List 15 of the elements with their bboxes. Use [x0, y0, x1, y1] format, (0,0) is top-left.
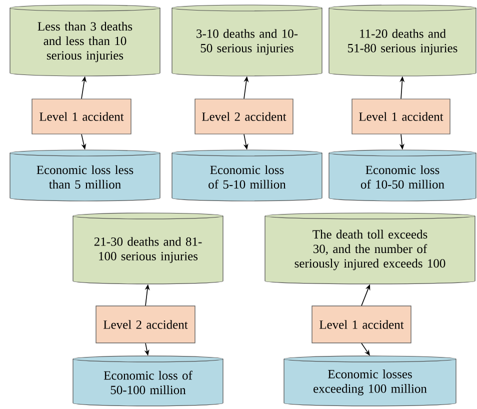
accident-level-box: Level 2 accident [96, 306, 196, 344]
loss-cylinder: Economic loss of 5-10 million [172, 150, 322, 202]
loss-cylinder: Economic loss of 10-50 million [328, 150, 476, 202]
casualty-cylinder: 21-30 deaths and 81-100 serious injuries [72, 212, 224, 284]
casualty-cylinder: 3-10 deaths and 10-50 serious injuries [172, 4, 322, 76]
casualty-cylinder: 11-20 deaths and 51-80 serious injuries [328, 4, 476, 76]
loss-cylinder: Economic losses exceeding 100 million [284, 356, 456, 406]
loss-cylinder: Economic loss of 50-100 million [72, 356, 224, 406]
accident-level-box: Level 1 accident [32, 98, 132, 134]
accident-level-box: Level 1 accident [312, 306, 412, 344]
casualty-cylinder: The death toll exceeds 30, and the number of seriously injured exceeds 100 [264, 212, 476, 284]
casualty-cylinder: Less than 3 deaths and less than 10 serious injuries [10, 4, 160, 76]
accident-level-box: Level 2 accident [194, 98, 294, 134]
loss-cylinder: Economic loss less than 5 million [10, 150, 160, 202]
accident-level-box: Level 1 accident [352, 98, 450, 134]
